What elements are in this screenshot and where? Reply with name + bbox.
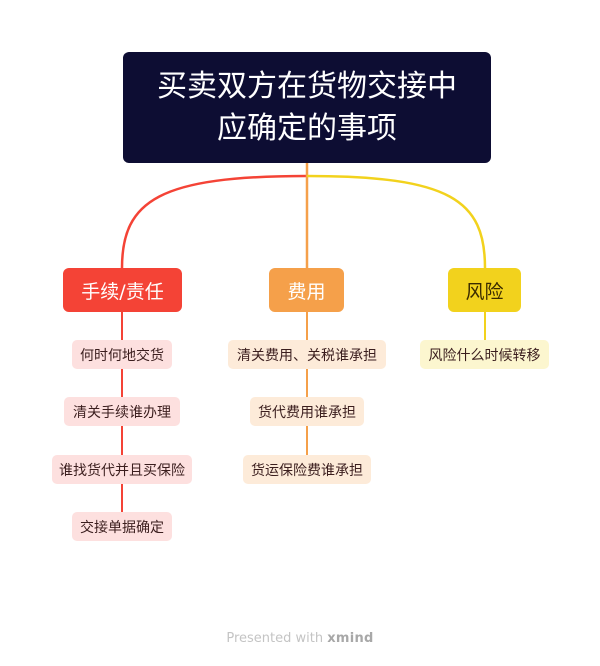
- branch-topic-risk[interactable]: 风险: [448, 268, 521, 312]
- connector-root-to-yellow: [306, 174, 487, 269]
- subtopic-risk-transfer[interactable]: 风险什么时候转移: [420, 340, 549, 369]
- branch-topic-costs[interactable]: 费用: [269, 268, 344, 312]
- root-topic-line-1: 买卖双方在货物交接中: [157, 68, 457, 104]
- xmind-logo: xmind: [327, 631, 374, 646]
- subtopic-forwarder-fees[interactable]: 货代费用谁承担: [250, 397, 364, 426]
- subtopic-clearance-fees[interactable]: 清关费用、关税谁承担: [228, 340, 386, 369]
- root-topic-line-2: 应确定的事项: [217, 110, 397, 146]
- root-topic[interactable]: 买卖双方在货物交接中 应确定的事项: [123, 52, 491, 163]
- subtopic-documents[interactable]: 交接单据确定: [72, 512, 172, 541]
- subtopic-delivery-time-place[interactable]: 何时何地交货: [72, 340, 172, 369]
- subtopic-customs-clearance[interactable]: 清关手续谁办理: [64, 397, 180, 426]
- connector-root-to-red: [120, 174, 308, 269]
- presented-with-footer: Presented with xmind: [0, 631, 600, 646]
- branch-topic-procedures[interactable]: 手续/责任: [63, 268, 182, 312]
- footer-prefix: Presented with: [226, 631, 324, 646]
- subtopic-forwarder-insurance[interactable]: 谁找货代并且买保险: [52, 455, 192, 484]
- subtopic-insurance-fees[interactable]: 货运保险费谁承担: [243, 455, 371, 484]
